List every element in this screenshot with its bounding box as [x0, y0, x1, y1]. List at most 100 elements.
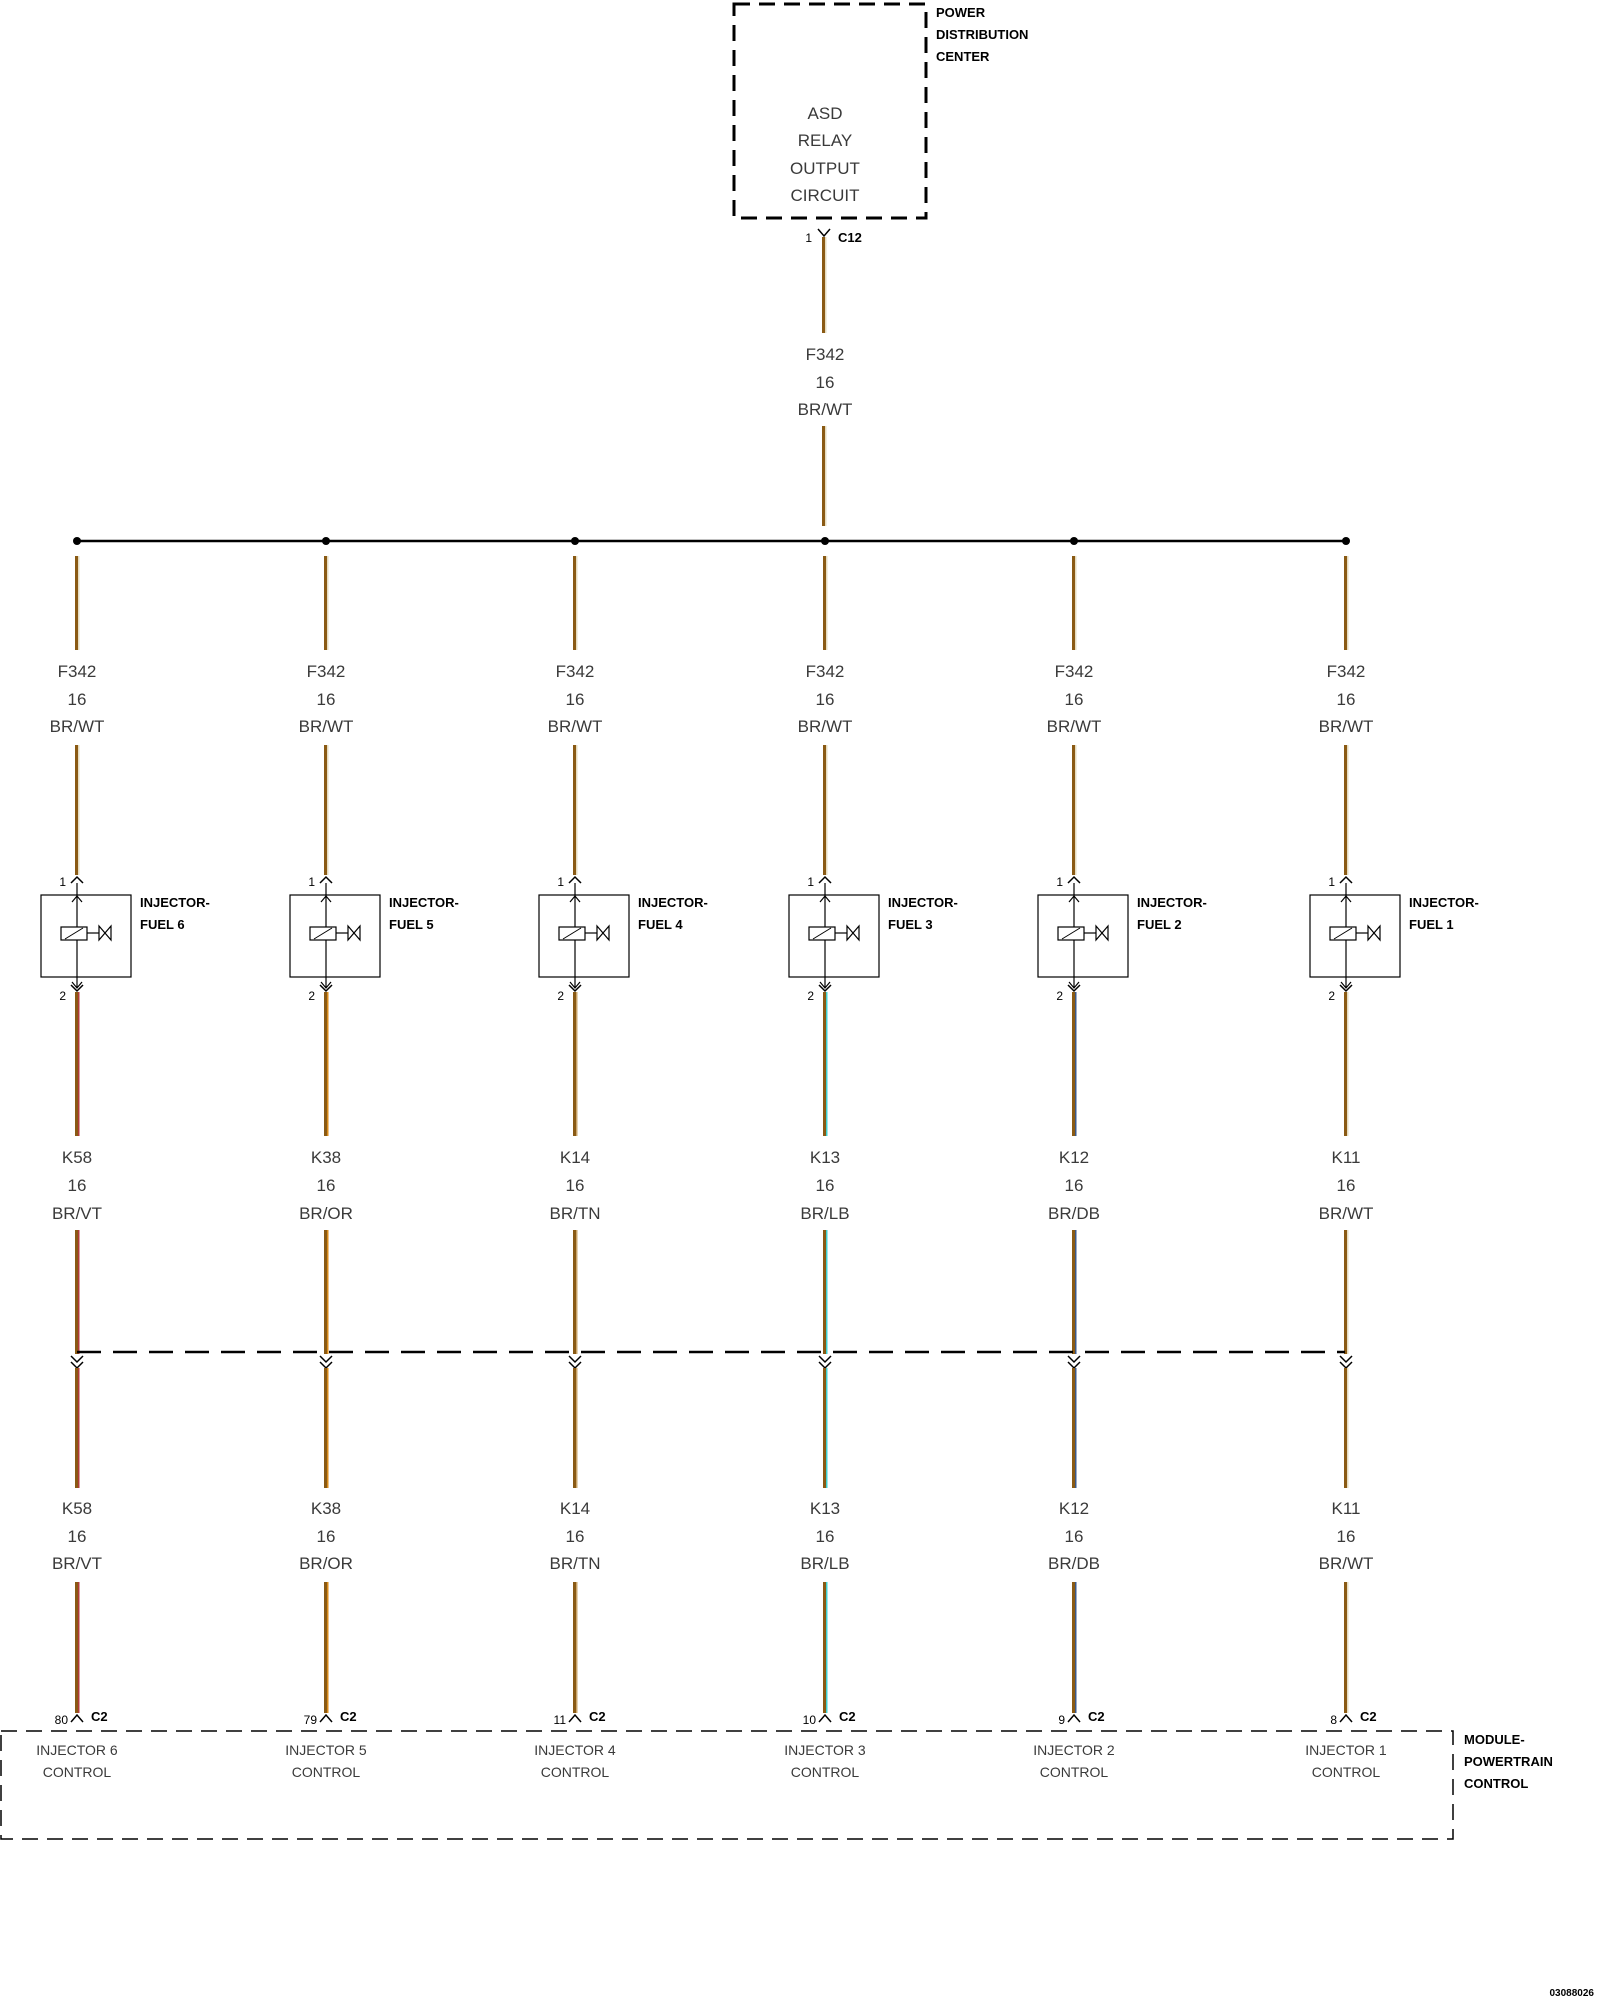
solenoid-slash-icon — [313, 927, 333, 940]
feed-circuit-label: F342 — [1327, 662, 1366, 681]
control-upper-gauge-label: 16 — [68, 1176, 87, 1195]
splice-dot — [571, 537, 579, 545]
control-lower-circuit-label: K58 — [62, 1499, 92, 1518]
control-upper-gauge-label: 16 — [816, 1176, 835, 1195]
control-wire-lower-a — [823, 1368, 827, 1488]
feed-wire-upper-stripe — [576, 556, 578, 650]
control-wire-lower-b — [1072, 1582, 1076, 1713]
control-wire-upper — [324, 992, 328, 1136]
control-lower-gauge-label: 16 — [1065, 1527, 1084, 1546]
injector-name-line-2: FUEL 6 — [140, 917, 185, 932]
feed-circuit-label: F342 — [556, 662, 595, 681]
feed-wire-upper — [1344, 556, 1348, 650]
pdc-function-line-3: OUTPUT — [790, 159, 860, 178]
feed-wire-lower-stripe — [826, 745, 828, 875]
control-wire-lower-b-stripe — [1075, 1582, 1077, 1713]
pcm-pin-number: 11 — [554, 1713, 567, 1727]
injector-name-line-2: FUEL 2 — [1137, 917, 1182, 932]
solenoid-slash-icon — [1061, 927, 1081, 940]
feed-circuit-label: F342 — [307, 662, 346, 681]
control-wire-lower-b-stripe — [327, 1582, 329, 1713]
pcm-pin-number: 10 — [803, 1713, 817, 1727]
control-wire-lower-a — [324, 1368, 328, 1488]
control-upper-color-label: BR/OR — [299, 1204, 353, 1223]
pin-top-number: 1 — [557, 875, 564, 889]
pcm-pin-number: 8 — [1330, 1713, 1337, 1727]
feed-gauge-label: 16 — [317, 690, 336, 709]
control-lower-color-label: BR/LB — [800, 1554, 849, 1573]
pdc-function-line-4: CIRCUIT — [791, 186, 860, 205]
figure-id: 03088026 — [1550, 1988, 1595, 1999]
pcm-name-line-3: CONTROL — [1464, 1776, 1528, 1791]
feed-wire-upper-stripe — [78, 556, 80, 650]
pdc-connector-id: C12 — [838, 230, 862, 245]
feed-circuit-label: F342 — [806, 662, 845, 681]
injector-box — [1309, 894, 1401, 978]
pdc-connector-symbol — [817, 228, 831, 238]
feed-wire-segment-lower — [822, 426, 826, 526]
control-upper-gauge-label: 16 — [317, 1176, 336, 1195]
feed-color-label: BR/WT — [50, 717, 105, 736]
feed-circuit-label: F342 — [58, 662, 97, 681]
pcm-function-line-2: CONTROL — [541, 1764, 610, 1780]
pcm-name-line-1: MODULE- — [1464, 1732, 1525, 1747]
control-wire-middle-stripe — [1347, 1230, 1349, 1354]
control-lower-circuit-label: K12 — [1059, 1499, 1089, 1518]
pin-connector-symbol — [1067, 984, 1081, 993]
feed-wire-upper — [324, 556, 328, 650]
control-wire-middle — [1072, 1230, 1076, 1354]
feed-wire-lower-stripe — [576, 745, 578, 875]
control-wire-middle — [573, 1230, 577, 1354]
control-wire-lower-b-stripe — [826, 1582, 828, 1713]
inline-connector-symbol — [70, 1355, 84, 1370]
control-lower-circuit-label: K13 — [810, 1499, 840, 1518]
control-upper-gauge-label: 16 — [566, 1176, 585, 1195]
control-lower-gauge-label: 16 — [566, 1527, 585, 1546]
pin-connector-symbol — [319, 875, 333, 884]
feed-wire-upper-stripe — [826, 556, 828, 650]
pcm-function-line-1: INJECTOR 4 — [534, 1742, 616, 1758]
feed-gauge-label: 16 — [68, 690, 87, 709]
pin-top-number: 1 — [807, 875, 814, 889]
control-wire-upper-stripe — [78, 992, 80, 1136]
control-wire-upper — [823, 992, 827, 1136]
control-wire-upper-stripe — [826, 992, 828, 1136]
feed-color-label: BR/WT — [1047, 717, 1102, 736]
pdc-function-line-1: ASD — [808, 104, 843, 123]
control-wire-upper — [573, 992, 577, 1136]
pcm-pin-connector-symbol — [1339, 1713, 1353, 1723]
splice-dot — [73, 537, 81, 545]
pcm-function-line-1: INJECTOR 2 — [1033, 1742, 1115, 1758]
control-wire-lower-a — [573, 1368, 577, 1488]
pdc-name-line-2: DISTRIBUTION — [936, 27, 1028, 42]
feed-wire-gauge: 16 — [816, 373, 835, 392]
pdc-dashed-box — [732, 2, 928, 220]
control-wire-upper-stripe — [576, 992, 578, 1136]
pin-bottom-number: 2 — [308, 989, 315, 1003]
injector-arrow-icon — [320, 895, 332, 989]
injector-name-line-1: INJECTOR- — [638, 895, 708, 910]
feed-gauge-label: 16 — [1337, 690, 1356, 709]
feed-wire-lower — [1344, 745, 1348, 875]
inline-connector-symbol — [319, 1355, 333, 1370]
feed-wire-lower-stripe — [327, 745, 329, 875]
pcm-function-line-2: CONTROL — [292, 1764, 361, 1780]
power-distribution-center: POWER DISTRIBUTION CENTER ASD RELAY OUTP… — [732, 2, 1028, 245]
control-lower-gauge-label: 16 — [68, 1527, 87, 1546]
control-wire-lower-b — [823, 1582, 827, 1713]
feed-wire-upper-stripe — [327, 556, 329, 650]
injector-name-line-2: FUEL 4 — [638, 917, 683, 932]
pcm-function-line-2: CONTROL — [43, 1764, 112, 1780]
control-upper-circuit-label: K11 — [1332, 1148, 1361, 1167]
pcm-function-line-2: CONTROL — [1312, 1764, 1381, 1780]
control-wire-middle — [324, 1230, 328, 1354]
splice-dot — [1342, 537, 1350, 545]
pcm-function-line-2: CONTROL — [791, 1764, 860, 1780]
inline-connector-symbol — [1339, 1355, 1353, 1370]
control-upper-gauge-label: 16 — [1065, 1176, 1084, 1195]
pin-connector-symbol — [1339, 984, 1353, 993]
control-wire-lower-a-stripe — [78, 1368, 80, 1488]
